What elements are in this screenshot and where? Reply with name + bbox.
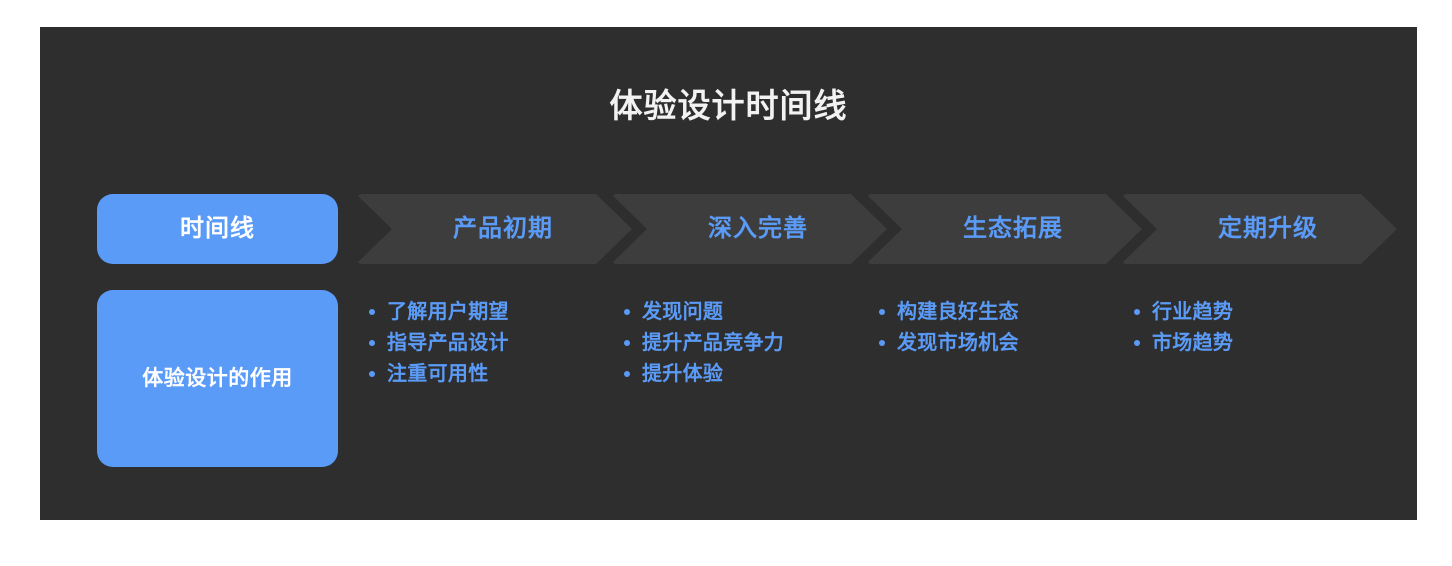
list-item: 发现问题 <box>624 302 874 322</box>
bullet-dot-icon <box>879 309 885 315</box>
bullet-column-1: 了解用户期望 指导产品设计 注重可用性 <box>369 302 619 395</box>
list-item-label: 了解用户期望 <box>387 301 509 323</box>
list-item-label: 提升体验 <box>642 363 724 385</box>
list-item: 指导产品设计 <box>369 333 619 353</box>
bullet-column-2: 发现问题 提升产品竞争力 提升体验 <box>624 302 874 395</box>
list-item-label: 发现问题 <box>642 301 724 323</box>
stage-chevron-2-label: 深入完善 <box>708 215 808 242</box>
bullet-column-4: 行业趋势 市场趋势 <box>1134 302 1384 364</box>
bullet-column-3: 构建良好生态 发现市场机会 <box>879 302 1129 364</box>
bullet-dot-icon <box>624 309 630 315</box>
list-item-label: 注重可用性 <box>387 363 489 385</box>
stage-chevron-4[interactable]: 定期升级 <box>1121 194 1397 264</box>
content-row-header-label: 体验设计的作用 <box>142 367 293 390</box>
list-item: 了解用户期望 <box>369 302 619 322</box>
stage-chevron-1[interactable]: 产品初期 <box>356 194 632 264</box>
stage-row: 时间线 产品初期 深入完善 生态拓展 定期升级 <box>97 194 1417 264</box>
stage-row-header: 时间线 <box>97 194 338 264</box>
stage-chevron-3[interactable]: 生态拓展 <box>866 194 1142 264</box>
content-row: 体验设计的作用 了解用户期望 指导产品设计 注重可用性 <box>97 290 1417 497</box>
stage-chevron-2[interactable]: 深入完善 <box>611 194 887 264</box>
bullet-dot-icon <box>1134 309 1140 315</box>
list-item: 提升产品竞争力 <box>624 333 874 353</box>
bullet-dot-icon <box>369 371 375 377</box>
stage-chevron-4-label: 定期升级 <box>1218 215 1318 242</box>
bullet-dot-icon <box>879 340 885 346</box>
list-item: 构建良好生态 <box>879 302 1129 322</box>
list-item: 市场趋势 <box>1134 333 1384 353</box>
list-item: 发现市场机会 <box>879 333 1129 353</box>
list-item-label: 市场趋势 <box>1152 332 1234 354</box>
bullet-dot-icon <box>369 309 375 315</box>
bullet-dot-icon <box>624 371 630 377</box>
list-item: 注重可用性 <box>369 364 619 384</box>
stage-row-header-label: 时间线 <box>180 215 255 242</box>
content-row-header: 体验设计的作用 <box>97 290 338 467</box>
stage-chevron-3-label: 生态拓展 <box>963 215 1063 242</box>
list-item-label: 行业趋势 <box>1152 301 1234 323</box>
bullet-dot-icon <box>1134 340 1140 346</box>
list-item: 提升体验 <box>624 364 874 384</box>
timeline-panel: 体验设计时间线 时间线 产品初期 深入完善 生态拓展 定期升级 体验设计的作用 <box>40 27 1417 520</box>
bullet-dot-icon <box>624 340 630 346</box>
list-item-label: 提升产品竞争力 <box>642 332 785 354</box>
list-item-label: 指导产品设计 <box>387 332 509 354</box>
page-title: 体验设计时间线 <box>609 87 848 124</box>
stage-chevron-1-label: 产品初期 <box>453 215 553 242</box>
list-item-label: 发现市场机会 <box>897 332 1019 354</box>
bullet-dot-icon <box>369 340 375 346</box>
list-item-label: 构建良好生态 <box>897 301 1019 323</box>
list-item: 行业趋势 <box>1134 302 1384 322</box>
